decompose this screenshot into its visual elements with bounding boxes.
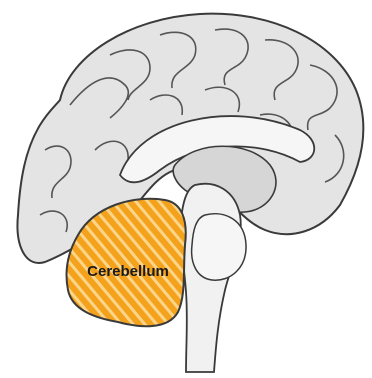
cerebellum-label: Cerebellum: [87, 263, 169, 280]
pons: [192, 214, 246, 280]
